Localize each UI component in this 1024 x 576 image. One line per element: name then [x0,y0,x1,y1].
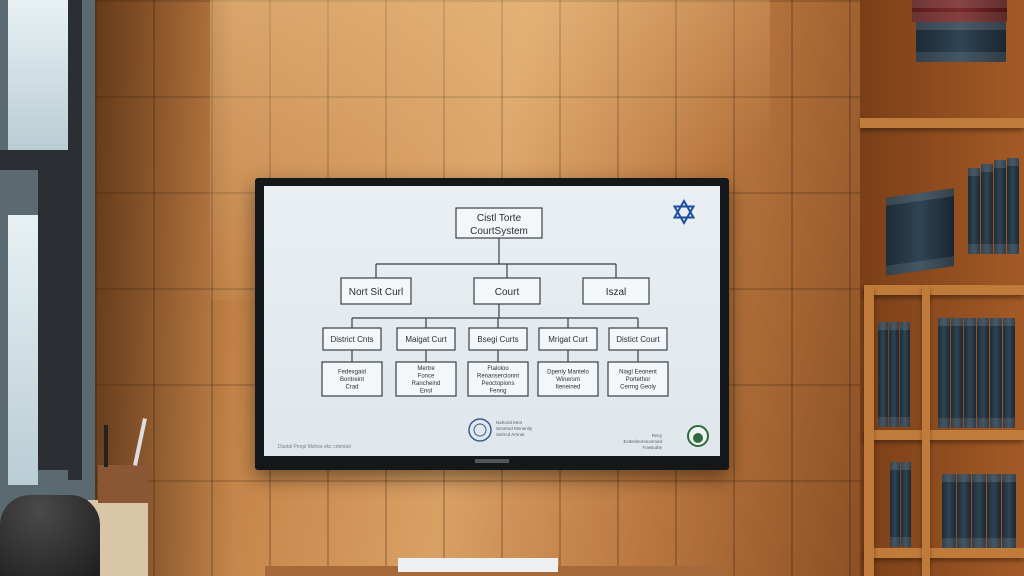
window-frame [38,170,68,470]
book [942,474,956,548]
book-display [886,188,954,276]
window-pane-top [8,0,70,150]
chair [0,495,100,576]
window-frame [0,150,80,170]
detail-box [537,361,599,397]
book [1002,474,1016,548]
court-box [473,277,541,305]
book [964,318,976,428]
book [981,164,993,254]
seal-center-dot [693,433,703,443]
shelf-side [864,285,874,576]
court-label: Iszal [606,287,627,298]
court-box [340,277,412,305]
window-frame [68,0,82,480]
detail-label: Dpenly Mantelo [547,370,589,376]
star-triangle [672,205,696,226]
seal-inner-ring [473,423,487,437]
detail-label: Portethor [626,377,651,383]
window-pane-bottom [8,215,38,485]
detail-label: Ftaloloo [487,366,509,372]
book [1007,158,1019,254]
detail-label: Fonce [418,373,435,379]
detail-label: Niagl Eeonent [619,370,657,376]
star-of-david-icon [672,198,696,226]
book [890,462,900,547]
detail-label: Iteneined [556,385,581,391]
subcourt-label: Mrigat Curt [548,335,588,344]
subcourt-label: Maigat Curt [405,335,447,344]
detail-box [321,361,383,397]
window [0,0,95,576]
subcourt-label: Distict Court [616,335,660,344]
book [987,474,1001,548]
court-label: Nort Sit Curl [349,287,403,298]
book [912,0,1007,22]
detail-label: Enol [420,388,432,394]
book [889,322,899,427]
book [900,322,910,427]
book [990,318,1002,428]
shelf-divider [922,285,930,576]
court-seal-icon [468,418,492,442]
book [938,318,950,428]
chart-title-line: CourtSystem [470,226,528,237]
detail-label: Cerrng Geoly [620,385,656,391]
detail-box [467,361,529,397]
footer-center-text: Senemd Mnnenity [496,426,533,431]
paper-stack [398,558,558,572]
footer-center-text: Nahoral Mrot [496,420,523,425]
star-triangle [672,198,696,219]
footer-center-text: Selrrcd Arnnet [496,432,525,437]
court-label: Court [495,287,520,298]
book [977,318,989,428]
book [951,318,963,428]
book [968,168,980,254]
detail-label: Fedexgaid [338,370,366,376]
detail-label: Fenng [489,388,506,394]
footer-text: Dastal Peopl Mshoe ekc cdeniad [278,444,351,450]
detail-label: Rancheind [412,381,441,387]
detail-label: Peoctopions [481,381,514,387]
court-box [582,277,650,305]
subcourt-label: District Cnts [330,335,373,344]
book [878,322,888,427]
subcourt-label: Bsegi Curts [477,335,518,344]
bookshelf [860,0,1024,576]
footer-right-text: Recy [652,433,663,438]
footer-right-text: Exlteshemmonmed [623,439,662,444]
detail-label: Mertre [417,366,435,372]
shelf-board [864,285,1024,295]
book [916,22,1006,62]
detail-box [395,361,457,397]
shelf-board [864,430,1024,440]
detail-label: Crad [345,385,358,391]
pen-holder [98,465,148,503]
shelf-board [860,118,1024,128]
book [972,474,986,548]
detail-label: Renansercionnt [477,373,519,379]
book [1003,318,1015,428]
footer-right-text: Fowsuthe [642,445,662,450]
detail-label: Bontreint [340,377,364,383]
chart-title-line: Cistl Torte [477,213,522,224]
book [957,474,971,548]
pen [104,425,108,467]
shelf-board [864,548,1024,558]
detail-box [607,361,669,397]
detail-label: Winersm [556,377,580,383]
book [994,160,1006,254]
book [901,462,911,547]
tv-logo [475,459,509,463]
